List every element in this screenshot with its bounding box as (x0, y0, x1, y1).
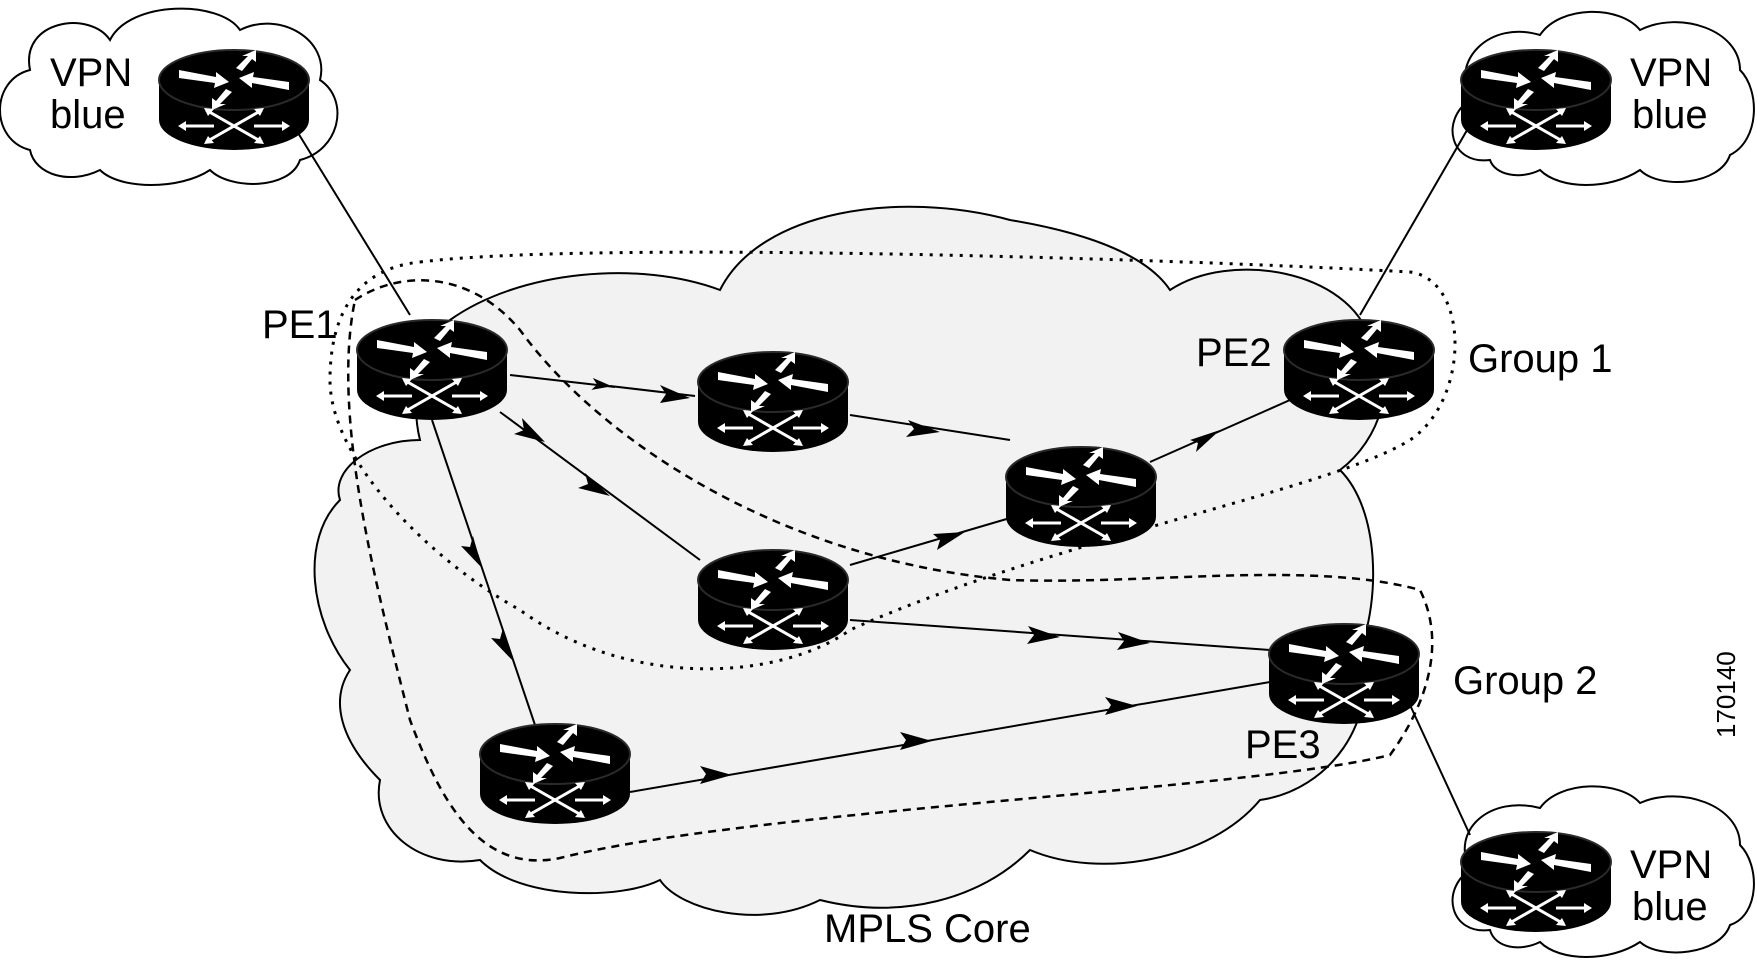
group1-label: Group 1 (1468, 337, 1613, 381)
vpn-label-top-right-line2: blue (1632, 93, 1708, 137)
link-vpn-tr-pe2 (1359, 124, 1471, 316)
core-label: MPLS Core (824, 907, 1031, 951)
link-r4-pe3 (629, 681, 1271, 793)
arrow (906, 420, 940, 437)
arrow (660, 385, 690, 403)
vpn-label-top-right-line1: VPN (1630, 51, 1712, 95)
arrow (491, 628, 512, 660)
arrow (700, 766, 732, 784)
router-vpn-top-left (157, 48, 311, 152)
router-pe3 (1267, 622, 1421, 726)
pe3-label: PE3 (1245, 723, 1321, 767)
vpn-label-top-left-line1: VPN (50, 51, 132, 95)
router-core-4 (478, 722, 632, 826)
router-core-1 (696, 350, 850, 454)
link-pe3-vpn-br (1409, 704, 1471, 836)
arrow (514, 418, 545, 442)
link-r3-r2 (849, 517, 1011, 566)
arrow (461, 536, 482, 568)
link-r3-pe3 (849, 619, 1271, 651)
router-vpn-bottom-right (1459, 830, 1613, 934)
mpls-core-cloud (313, 205, 1386, 916)
router-core-2 (1004, 445, 1158, 549)
router-core-3 (696, 548, 850, 652)
vpn-label-bottom-right-line2: blue (1632, 885, 1708, 929)
arrow (1105, 697, 1137, 715)
link-vpn-tl-pe1 (294, 127, 411, 316)
link-r1-r2 (849, 414, 1011, 441)
group2-label: Group 2 (1453, 659, 1598, 703)
link-pe1-r4 (431, 419, 536, 726)
link-r2-pe2 (1149, 399, 1291, 463)
arrow (900, 732, 932, 750)
router-pe1 (355, 318, 509, 422)
pe1-label: PE1 (262, 303, 338, 347)
vpn-label-bottom-right-line1: VPN (1630, 843, 1712, 887)
vpn-label-top-left-line2: blue (50, 93, 126, 137)
arrow (1117, 632, 1150, 650)
router-vpn-top-right (1459, 48, 1613, 152)
arrow (933, 532, 965, 550)
pe2-label: PE2 (1196, 331, 1272, 375)
arrow (1027, 626, 1060, 644)
group2-boundary (346, 279, 1434, 862)
arrow (1190, 430, 1220, 452)
router-pe2 (1282, 318, 1436, 422)
figure-id: 170140 (1711, 651, 1741, 738)
arrow (578, 473, 610, 496)
